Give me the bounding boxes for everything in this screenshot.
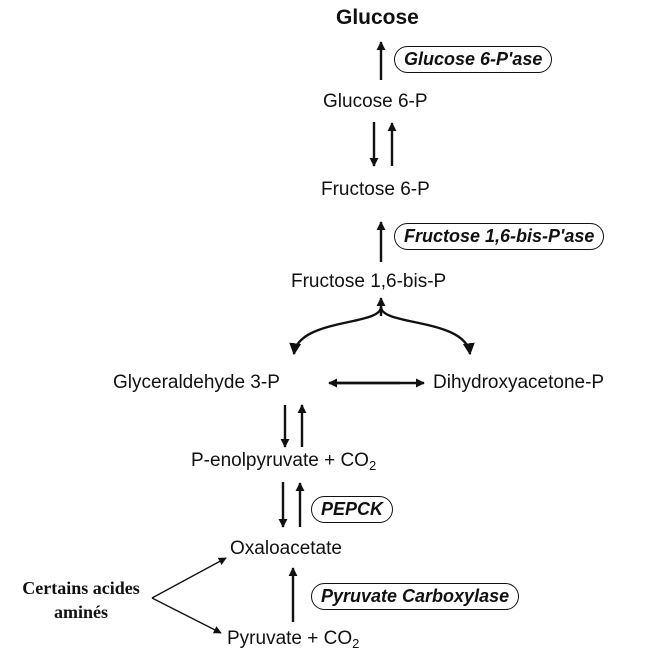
- node-fructose-6-p: Fructose 6-P: [321, 179, 430, 200]
- annotation-line-1: Certains acides: [22, 578, 140, 598]
- amino-acids-annotation: Certains acides aminés: [8, 576, 154, 624]
- arrow-f16bp-to-dhap: [379, 306, 475, 356]
- enzyme-pyruvate-carboxylase: Pyruvate Carboxylase: [311, 583, 520, 610]
- node-dihydroxyacetone-p: Dihydroxyacetone-P: [433, 372, 605, 393]
- node-glucose-6-p: Glucose 6-P: [323, 91, 428, 112]
- annotation-line-2: aminés: [54, 602, 108, 622]
- node-p-enolpyruvate: P-enolpyruvate + CO2: [191, 450, 377, 473]
- node-pyruvate: Pyruvate + CO2: [227, 628, 360, 651]
- arrow-f16bp-to-gap: [289, 306, 383, 356]
- node-oxaloacetate: Oxaloacetate: [230, 538, 342, 559]
- arrow-amino-to-oaa: [151, 557, 227, 599]
- enzyme-pepck: PEPCK: [311, 496, 394, 523]
- co2-subscript: 2: [368, 458, 377, 473]
- co2-subscript: 2: [352, 636, 360, 651]
- node-fructose-1-6-bis-p: Fructose 1,6-bis-P: [291, 271, 447, 292]
- enzyme-glucose-6-pase: Glucose 6-P'ase: [394, 46, 553, 73]
- node-glucose: Glucose: [336, 6, 419, 29]
- enzyme-fructose-1-6-bis-pase: Fructose 1,6-bis-P'ase: [394, 223, 605, 250]
- node-glyceraldehyde-3-p: Glyceraldehyde 3-P: [113, 372, 280, 393]
- arrow-amino-to-pyruvate: [151, 597, 222, 634]
